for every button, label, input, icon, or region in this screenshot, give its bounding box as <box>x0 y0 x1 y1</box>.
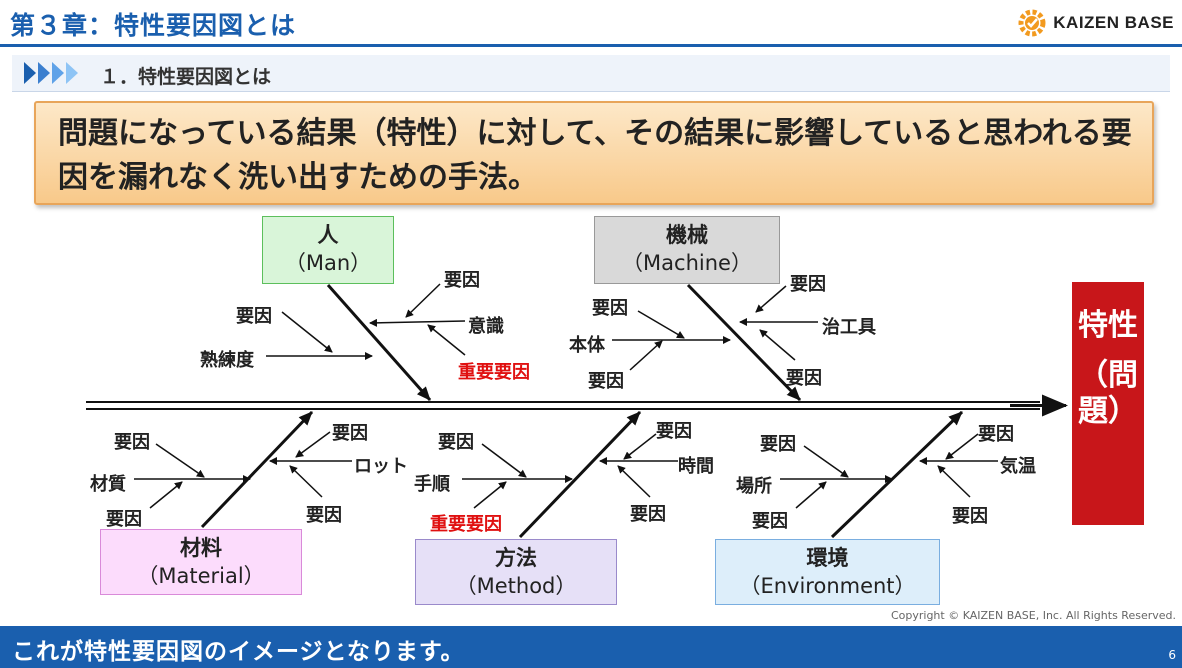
cause-label: 要因 <box>444 270 480 291</box>
material-cause-arrows <box>134 431 352 509</box>
logo-text: KAIZEN BASE <box>1053 13 1174 32</box>
category-man: 人 （Man） <box>262 216 394 284</box>
category-machine-subtitle: （Machine） <box>622 251 752 275</box>
cause-label: 要因 <box>114 432 150 453</box>
cause-label: 熟練度 <box>200 350 254 371</box>
category-environment-subtitle: （Environment） <box>739 574 916 598</box>
footer-bar <box>0 626 1182 668</box>
header-divider <box>0 44 1182 47</box>
cause-label: 要因 <box>306 505 342 526</box>
category-method-title: 方法 <box>495 546 537 570</box>
category-machine-title: 機械 <box>666 223 708 247</box>
cause-label: 要因 <box>786 368 822 389</box>
category-material-title: 材料 <box>180 536 222 560</box>
category-man-title: 人 <box>317 223 339 247</box>
machine-branch <box>686 283 802 402</box>
cause-label: 要因 <box>630 504 666 525</box>
cause-label: 材質 <box>90 474 126 495</box>
effect-label-line2: （問 <box>1078 358 1138 393</box>
cause-label: 要因 <box>656 421 692 442</box>
effect-box <box>1072 282 1144 525</box>
important-cause-label: 重要要因 <box>458 362 530 383</box>
cause-label: 要因 <box>752 511 788 532</box>
cause-label: 気温 <box>1000 456 1036 477</box>
cause-label: 手順 <box>414 474 450 495</box>
important-cause-label: 重要要因 <box>430 514 502 535</box>
cause-label: 場所 <box>736 476 772 497</box>
category-man-subtitle: （Man） <box>284 251 372 275</box>
cause-label: 要因 <box>106 509 142 530</box>
section-title: １．特性要因図とは <box>100 66 272 88</box>
cause-label: 要因 <box>236 306 272 327</box>
environment-branch <box>830 410 964 539</box>
category-environment: 環境 （Environment） <box>715 539 940 605</box>
effect-label: 特性 （問 題） <box>1072 308 1144 430</box>
cause-label: ロット <box>354 456 408 477</box>
category-method: 方法 （Method） <box>415 539 617 605</box>
method-cause-arrows <box>462 433 678 509</box>
cause-label: 要因 <box>790 274 826 295</box>
category-environment-title: 環境 <box>806 546 849 570</box>
cause-label: 要因 <box>978 424 1014 445</box>
material-branch <box>200 410 314 529</box>
cause-label: 意識 <box>468 316 504 337</box>
cause-label: 治工具 <box>822 317 876 338</box>
page-number: 6 <box>1168 648 1176 662</box>
spine-arrow <box>86 394 1068 417</box>
cause-label: 要因 <box>438 432 474 453</box>
triple-chevron-icon <box>24 62 78 84</box>
category-machine: 機械 （Machine） <box>594 216 780 284</box>
cause-label: 要因 <box>952 506 988 527</box>
gear-logo-icon <box>1018 9 1046 37</box>
cause-label: 本体 <box>569 335 605 356</box>
method-branch <box>518 410 642 539</box>
category-method-subtitle: （Method） <box>455 574 577 598</box>
man-cause-arrows <box>266 283 466 360</box>
cause-label: 時間 <box>678 456 714 477</box>
definition-callout <box>34 101 1154 205</box>
effect-label-line3: 題） <box>1078 394 1138 429</box>
copyright-text: Copyright © KAIZEN BASE, Inc. All Rights… <box>890 609 1176 622</box>
page-title: 第３章：特性要因図とは <box>10 11 297 40</box>
effect-label-line1: 特性 <box>1078 308 1138 343</box>
cause-label: 要因 <box>592 298 628 319</box>
category-material: 材料 （Material） <box>100 529 302 595</box>
machine-cause-arrows <box>612 285 818 371</box>
cause-label: 要因 <box>332 423 368 444</box>
cause-label: 要因 <box>588 371 624 392</box>
section-bar <box>12 55 1170 92</box>
definition-text: 問題になっている結果（特性）に対して、その結果に影響していると思われる要因を漏れ… <box>58 116 1132 195</box>
footer-caption: これが特性要因図のイメージとなります。 <box>12 639 465 665</box>
cause-label: 要因 <box>760 434 796 455</box>
logo: KAIZEN BASE <box>1017 8 1174 38</box>
environment-cause-arrows <box>780 433 998 509</box>
man-branch <box>326 284 432 401</box>
category-material-subtitle: （Material） <box>137 564 265 588</box>
